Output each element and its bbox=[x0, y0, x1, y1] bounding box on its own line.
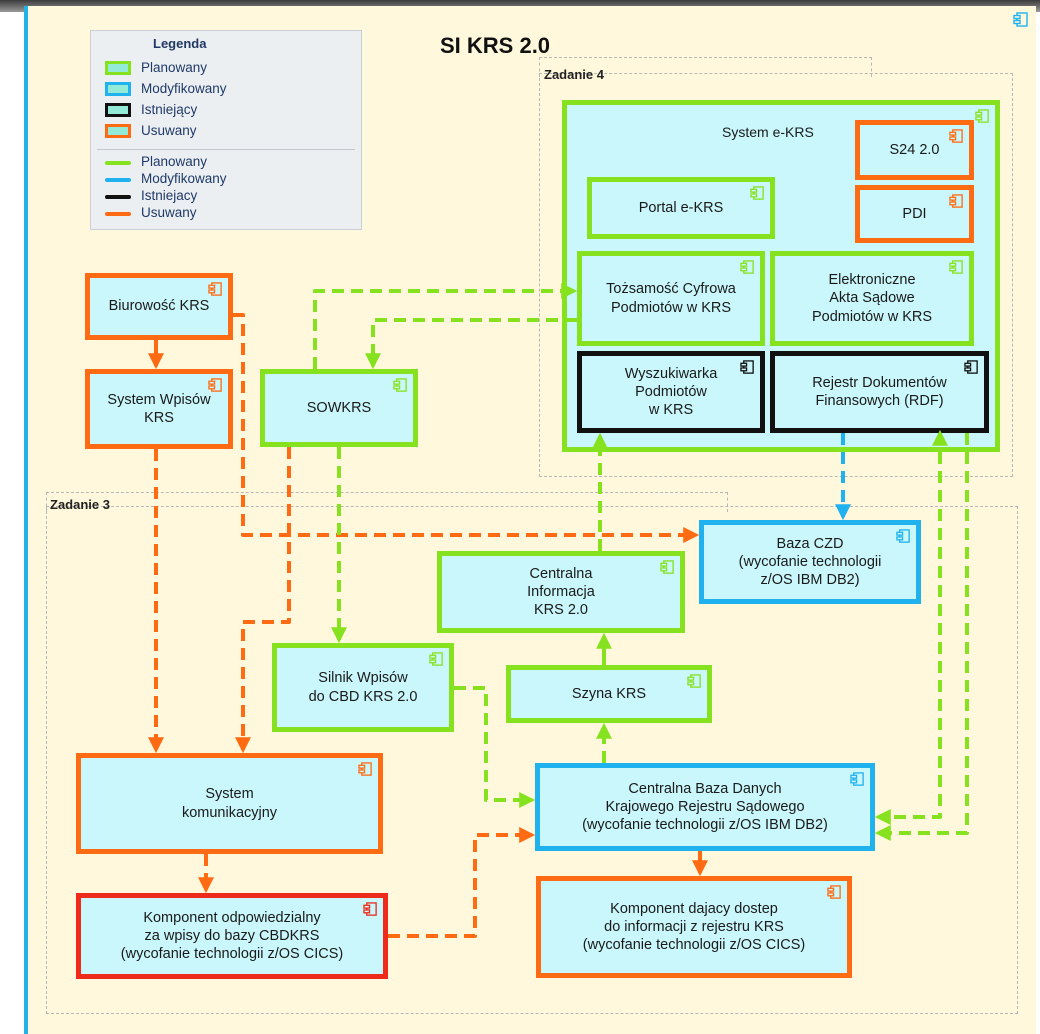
wyszukiwarka-component: Wyszukiwarka Podmiotów w KRS bbox=[577, 351, 765, 433]
legend-swatch bbox=[105, 61, 131, 75]
component-icon bbox=[358, 762, 372, 776]
component-icon bbox=[429, 652, 443, 666]
connector-silnik-cbd bbox=[454, 686, 536, 808]
component-icon bbox=[975, 109, 989, 123]
component-icon bbox=[949, 194, 963, 208]
legend-label: Usuwany bbox=[141, 205, 197, 220]
elektroniczne-akta-component: Elektroniczne Akta Sądowe Podmiotów w KR… bbox=[770, 251, 974, 346]
szyna-krs-component: Szyna KRS bbox=[506, 665, 712, 723]
zadanie3-label: Zadanie 3 bbox=[50, 497, 110, 512]
component-label: Elektroniczne Akta Sądowe Podmiotów w KR… bbox=[811, 272, 933, 325]
component-label: Silnik Wpisów do CBD KRS 2.0 bbox=[308, 670, 418, 705]
connector-sowkrs-system-kom bbox=[235, 447, 291, 754]
component-icon bbox=[393, 378, 407, 392]
zadanie4-zone bbox=[539, 73, 1013, 477]
rdf-component: Rejestr Dokumentów Finansowych (RDF) bbox=[770, 351, 989, 433]
component-label: Rejestr Dokumentów Finansowych (RDF) bbox=[812, 374, 947, 409]
component-label: System komunikacyjny bbox=[181, 786, 278, 821]
silnik-wpisow-component: Silnik Wpisów do CBD KRS 2.0 bbox=[272, 643, 454, 732]
legend-label: Istniejący bbox=[141, 102, 198, 117]
centralna-informacja-component: Centralna Informacja KRS 2.0 bbox=[437, 551, 685, 633]
component-icon bbox=[949, 129, 963, 143]
legend-label: Planowany bbox=[141, 154, 208, 169]
frame-left-edge bbox=[24, 6, 28, 1034]
zadanie4-zone-tab bbox=[539, 57, 872, 77]
component-icon bbox=[850, 772, 864, 786]
legend-swatch bbox=[105, 82, 131, 96]
component-label: Biurowość KRS bbox=[108, 298, 210, 315]
component-icon bbox=[208, 378, 222, 392]
component-label: Wyszukiwarka Podmiotów w KRS bbox=[624, 365, 718, 419]
component-label: S24 2.0 bbox=[889, 141, 940, 158]
component-label: Komponent odpowiedzialny za wpisy do baz… bbox=[120, 909, 344, 963]
system-wpisow-component: System Wpisów KRS bbox=[85, 369, 233, 449]
component-label: Baza CZD (wycofanie technologii z/OS IBM… bbox=[738, 535, 882, 589]
legend-label: Usuwany bbox=[141, 123, 197, 138]
diagram-title: SI KRS 2.0 bbox=[440, 33, 551, 58]
legend-line bbox=[105, 178, 131, 182]
legend-line bbox=[105, 212, 131, 216]
component-label: Komponent dajacy dostep do informacji z … bbox=[582, 900, 806, 954]
zadanie3-zone-tab bbox=[46, 492, 728, 512]
component-label: PDI bbox=[902, 205, 927, 222]
connector-tozsamosc-sowkrs bbox=[365, 318, 577, 370]
legend-title: Legenda bbox=[153, 36, 207, 51]
komponent-wpisy-component: Komponent odpowiedzialny za wpisy do baz… bbox=[76, 893, 388, 979]
legend: Legenda Planowany Modyfikowany Istniejąc… bbox=[90, 30, 362, 230]
legend-label: Modyfikowany bbox=[141, 81, 227, 96]
component-label: System Wpisów KRS bbox=[107, 391, 211, 426]
component-label: SOWKRS bbox=[306, 399, 372, 416]
component-icon bbox=[660, 560, 674, 574]
legend-label: Modyfikowany bbox=[141, 171, 227, 186]
connector-rdf-cbd-2 bbox=[874, 433, 969, 841]
system-ekrs-label: System e-KRS bbox=[722, 124, 814, 140]
component-icon bbox=[827, 885, 841, 899]
s24-component: S24 2.0 bbox=[855, 120, 974, 180]
connector-sowkrs-tozsamosc bbox=[313, 283, 578, 369]
connector-rdf-cbd bbox=[874, 429, 948, 825]
component-icon bbox=[740, 260, 754, 274]
pdi-component: PDI bbox=[855, 185, 974, 243]
centralna-baza-danych-component: Centralna Baza Danych Krajowego Rejestru… bbox=[535, 763, 875, 851]
component-label: Portal e-KRS bbox=[638, 199, 724, 216]
component-icon bbox=[964, 360, 978, 374]
component-label: Centralna Informacja KRS 2.0 bbox=[527, 565, 595, 619]
component-icon bbox=[750, 186, 764, 200]
component-icon bbox=[687, 674, 701, 688]
component-label: Szyna KRS bbox=[571, 685, 647, 702]
legend-line bbox=[105, 161, 131, 165]
component-icon bbox=[363, 902, 377, 916]
zadanie3-zone bbox=[46, 506, 1018, 1014]
legend-separator bbox=[97, 149, 355, 150]
component-label: Tożsamość Cyfrowa Podmiotów w KRS bbox=[606, 281, 736, 316]
legend-swatch bbox=[105, 124, 131, 138]
komponent-dostep-component: Komponent dajacy dostep do informacji z … bbox=[536, 876, 852, 978]
legend-swatch bbox=[105, 103, 131, 117]
tozsamosc-cyfrowa-component: Tożsamość Cyfrowa Podmiotów w KRS bbox=[577, 251, 765, 346]
sowkrs-component: SOWKRS bbox=[260, 369, 418, 447]
system-komunikacyjny-component: System komunikacyjny bbox=[76, 753, 383, 854]
connector-biurowosc-baza-czd bbox=[233, 313, 700, 543]
legend-label: Istniejacy bbox=[141, 188, 198, 203]
component-icon bbox=[1013, 12, 1028, 27]
component-label: Centralna Baza Danych Krajowego Rejestru… bbox=[582, 780, 828, 834]
component-icon bbox=[949, 260, 963, 274]
component-icon bbox=[208, 282, 222, 296]
portal-ekrs-component: Portal e-KRS bbox=[587, 177, 775, 239]
component-icon bbox=[740, 360, 754, 374]
connector-komponent-wpisy-cbd bbox=[388, 827, 536, 938]
zadanie4-label: Zadanie 4 bbox=[544, 67, 604, 82]
legend-line bbox=[105, 195, 131, 199]
legend-label: Planowany bbox=[141, 60, 208, 75]
biurowosc-component: Biurowość KRS bbox=[85, 273, 233, 340]
